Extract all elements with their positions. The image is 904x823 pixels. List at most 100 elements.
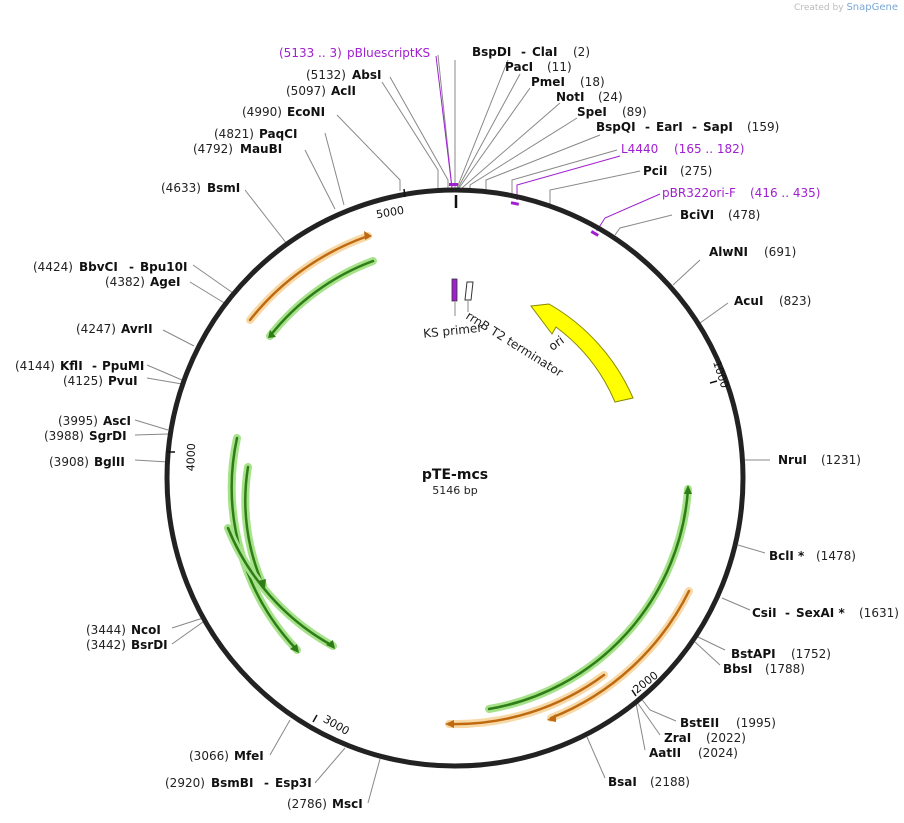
csii-label: CsiI bbox=[752, 606, 777, 620]
alwni-label: AlwNI bbox=[709, 245, 748, 259]
leader-lines bbox=[134, 54, 770, 804]
msci-label: MscI bbox=[332, 797, 363, 811]
l4440-primer-mark bbox=[510, 201, 520, 206]
esp3i-label: Esp3I bbox=[275, 776, 312, 790]
bbvci-pos: (4424) bbox=[33, 260, 73, 274]
pvui-label: PvuI bbox=[108, 374, 138, 388]
tick-1000: 1000 bbox=[710, 359, 731, 390]
ks-primer-label: KS primer bbox=[423, 321, 483, 341]
kfli-label: KflI bbox=[60, 359, 83, 373]
absi-pos: (5132) bbox=[306, 68, 346, 82]
bsai-label: BsaI bbox=[608, 775, 637, 789]
green-arc-glow-1 bbox=[266, 257, 377, 340]
bsrdi-label: BsrDI bbox=[131, 638, 168, 652]
pcii-pos: (275) bbox=[680, 164, 712, 178]
bsmi-label: BsmI bbox=[207, 181, 240, 195]
sapi-label: SapI bbox=[703, 120, 733, 134]
dash-3: - bbox=[692, 120, 697, 134]
zrai-pos: (2022) bbox=[706, 731, 746, 745]
l4440-label: L4440 bbox=[621, 142, 658, 156]
dash-4: - bbox=[785, 606, 790, 620]
plasmid-size: 5146 bp bbox=[432, 484, 477, 497]
zrai-label: ZraI bbox=[664, 731, 691, 745]
csii-pos: (1631) bbox=[859, 606, 899, 620]
bsai-pos: (2188) bbox=[650, 775, 690, 789]
avrii-pos: (4247) bbox=[76, 322, 116, 336]
bcivi-pos: (478) bbox=[728, 208, 760, 222]
ncoi-label: NcoI bbox=[131, 623, 161, 637]
bglii-pos: (3908) bbox=[49, 455, 89, 469]
orange-arc-1 bbox=[248, 234, 370, 322]
mfei-label: MfeI bbox=[234, 749, 264, 763]
spei-pos: (89) bbox=[622, 105, 647, 119]
paci-pos: (11) bbox=[547, 60, 572, 74]
site-labels-left: (2786) MscI (2920) BsmBI - Esp3I (3066) … bbox=[15, 68, 381, 811]
noti-pos: (24) bbox=[598, 90, 623, 104]
acli-label: AclI bbox=[331, 84, 356, 98]
nrui-label: NruI bbox=[778, 453, 807, 467]
pcii-label: PciI bbox=[643, 164, 668, 178]
kfli-pos: (4144) bbox=[15, 359, 55, 373]
avrii-label: AvrII bbox=[121, 322, 153, 336]
dash-7: - bbox=[129, 260, 134, 274]
orange-arc-3 bbox=[447, 673, 606, 726]
paci-label: PacI bbox=[505, 60, 533, 74]
clai-label: ClaI bbox=[532, 45, 557, 59]
bsrdi-pos: (3442) bbox=[86, 638, 126, 652]
pmei-pos: (18) bbox=[580, 75, 605, 89]
aatii-pos: (2024) bbox=[698, 746, 738, 760]
bspdi-label: BspDI bbox=[472, 45, 511, 59]
noti-label: NotI bbox=[556, 90, 585, 104]
asci-label: AscI bbox=[103, 414, 131, 428]
arrowhead-7 bbox=[547, 714, 556, 722]
absi-label: AbsI bbox=[352, 68, 381, 82]
bcivi-label: BciVI bbox=[680, 208, 714, 222]
backbone-gap bbox=[170, 193, 740, 763]
econi-pos: (4990) bbox=[242, 105, 282, 119]
asci-pos: (3995) bbox=[58, 414, 98, 428]
pmei-label: PmeI bbox=[531, 75, 565, 89]
arrowhead-8 bbox=[445, 720, 454, 728]
nrui-pos: (1231) bbox=[821, 453, 861, 467]
orange-arc-glow-1 bbox=[246, 232, 372, 324]
pbluescript-primer-mark bbox=[449, 183, 458, 186]
econi-label: EcoNI bbox=[287, 105, 325, 119]
eari-label: EarI bbox=[656, 120, 683, 134]
pvui-pos: (4125) bbox=[63, 374, 103, 388]
site-labels-right: (5133 .. 3) pBluescriptKS BspDI - ClaI (… bbox=[279, 45, 899, 789]
bglii-label: BglII bbox=[94, 455, 125, 469]
rrnb-terminator-mark bbox=[464, 281, 474, 301]
arrowhead-1 bbox=[364, 231, 372, 240]
msci-pos: (2786) bbox=[287, 797, 327, 811]
green-arc-1 bbox=[268, 259, 375, 338]
bspqi-label: BspQI bbox=[596, 120, 636, 134]
paqci-pos: (4821) bbox=[214, 127, 254, 141]
paqci-label: PaqCI bbox=[259, 127, 297, 141]
ks-primer-mark bbox=[451, 278, 458, 302]
snapgene-credit: Created by SnapGene bbox=[794, 2, 898, 13]
bsmbi-pos: (2920) bbox=[165, 776, 205, 790]
maubi-pos: (4792) bbox=[193, 142, 233, 156]
ncoi-pos: (3444) bbox=[86, 623, 126, 637]
tick-5000: 5000 bbox=[375, 204, 405, 222]
credit-brand: SnapGene bbox=[846, 2, 898, 13]
bcli-pos: (1478) bbox=[816, 549, 856, 563]
mfei-pos: (3066) bbox=[189, 749, 229, 763]
arrowhead-5 bbox=[326, 640, 335, 649]
backbone-outer bbox=[164, 187, 746, 769]
ori-feature bbox=[530, 303, 634, 403]
ori-label: ori bbox=[546, 333, 567, 354]
bstapi-label: BstAPI bbox=[731, 647, 776, 661]
acli-pos: (5097) bbox=[286, 84, 326, 98]
dash-6: - bbox=[92, 359, 97, 373]
arrowhead-4 bbox=[258, 579, 266, 588]
plasmid-name: pTE-mcs bbox=[422, 467, 488, 483]
aatii-label: AatII bbox=[649, 746, 681, 760]
bsmi-pos: (4633) bbox=[161, 181, 201, 195]
agei-pos: (4382) bbox=[105, 275, 145, 289]
arrowhead-6 bbox=[684, 485, 692, 494]
bsteii-pos: (1995) bbox=[736, 716, 776, 730]
cds-arrowheads bbox=[258, 231, 692, 728]
spei-label: SpeI bbox=[577, 105, 607, 119]
